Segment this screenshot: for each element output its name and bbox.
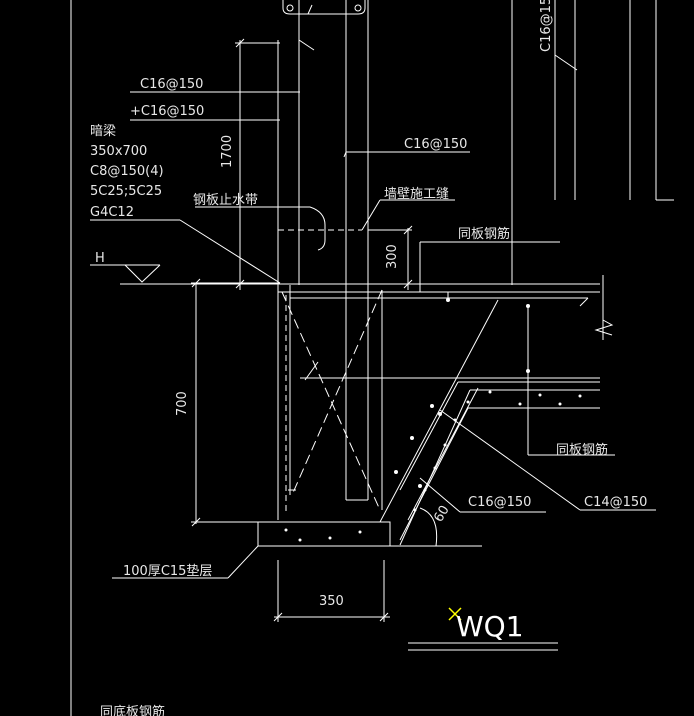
beam-size: 350x700 [90,144,147,159]
waterstop-label: 钢板止水带 [193,193,258,208]
cushion-label: 100厚C15垫层 [123,563,212,579]
rebar-label: C14@150 [584,495,647,510]
vertical-rebar-label: C16@150 [539,0,554,52]
dim-300: 300 [385,244,400,269]
level-mark: H [95,251,105,266]
wall-top [282,0,366,15]
rebar-label: C16@150 [468,495,531,510]
angle-label: 60 [431,503,452,525]
rebar-label: C16@150 [404,137,467,152]
cross-mark [448,607,462,621]
beam-stirrup: C8@150(4) [90,164,164,179]
bottom-label: 同底板钢筋 [100,704,165,716]
bolt-hole [354,4,362,12]
slab-rebar-label: 同板钢筋 [556,442,608,458]
dim-1700: 1700 [220,135,235,168]
bolt-hole [286,4,294,12]
beam-main: 5C25;5C25 [90,184,162,199]
drawing-title: WQ1 [456,610,524,643]
slab-rebar-label: 同板钢筋 [458,226,510,242]
rebar-label: C16@150 [140,77,203,92]
rebar-label: +C16@150 [130,104,204,119]
wall-joint-label: 墙壁施工缝 [384,187,449,202]
dim-350: 350 [319,594,344,609]
beam-label: 暗梁 [90,124,116,139]
dim-700: 700 [175,391,190,416]
beam-side: G4C12 [90,205,134,220]
